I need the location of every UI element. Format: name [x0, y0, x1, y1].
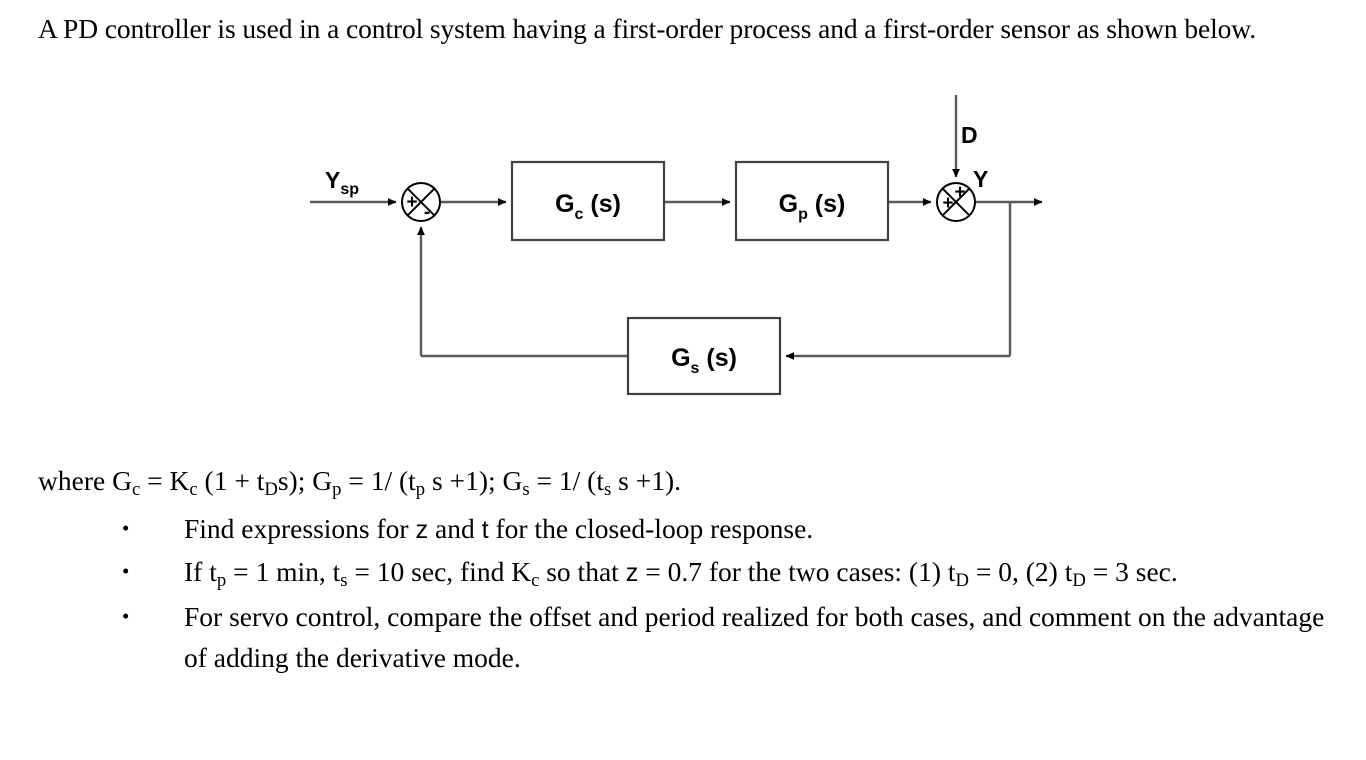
label-output-main: Y — [973, 166, 988, 192]
label-output: Y — [973, 166, 988, 192]
block-process-suffix: (s) — [808, 190, 846, 218]
gs-subscript: s — [522, 479, 530, 501]
summing-junction-disturbance: + + — [936, 182, 976, 222]
gs-tail: s +1). — [611, 465, 682, 496]
where-prefix: where — [38, 465, 113, 496]
block-controller-suffix: (s) — [583, 190, 621, 218]
block-sensor: Gs (s) — [626, 316, 782, 396]
label-disturbance-main: D — [961, 122, 978, 148]
svg-text:Gc (s): Gc (s) — [555, 190, 621, 223]
feedback-path-left — [417, 226, 628, 358]
gp-subscript: p — [332, 479, 342, 501]
bullet-find-kc: If tp = 1 min, ts = 10 sec, find Kc so t… — [184, 556, 1178, 592]
gs-equals: = 1/ (t — [529, 465, 604, 496]
gc-expression: (1 + t — [197, 465, 265, 496]
block-process: Gp (s) — [734, 160, 890, 242]
bullet-find-expressions: Find expressions for z and t for the clo… — [184, 513, 814, 544]
error-junction-sign-minus: - — [424, 202, 430, 223]
gc-td-subscript: D — [264, 479, 278, 501]
label-setpoint: Ysp — [325, 167, 359, 198]
gc-equals: = K — [140, 465, 190, 496]
block-process-label: G — [779, 190, 798, 218]
gp-symbol: G — [312, 465, 333, 496]
bullet-point-icon: • — [122, 516, 130, 540]
task-bullet-list: • Find expressions for z and t for the cl… — [122, 508, 1337, 678]
bullet-point-icon: • — [122, 559, 130, 583]
summing-junction-error: + - — [401, 182, 441, 223]
label-setpoint-sub: sp — [340, 181, 359, 198]
label-setpoint-main: Y — [325, 167, 340, 193]
disturbance-junction-sign-top: + — [954, 182, 965, 203]
svg-text:Gs (s): Gs (s) — [671, 344, 737, 377]
where-equation-line: where Gc = Kc (1 + tDs); Gp = 1/ (tp s +… — [38, 462, 681, 504]
block-diagram: Gc (s) Gp (s) Gs (s) — [0, 85, 1366, 430]
block-sensor-sub: s — [691, 360, 700, 377]
gc-tail: s); — [277, 465, 313, 496]
gc-symbol: G — [112, 465, 132, 496]
gp-tail: s +1); — [425, 465, 503, 496]
block-sensor-label: G — [671, 344, 690, 372]
gs-t-subscript: s — [603, 479, 612, 501]
bullet-servo-control: For servo control, compare the offset an… — [184, 601, 1325, 673]
feedback-path-right — [785, 202, 1012, 360]
disturbance-junction-sign-left: + — [942, 193, 953, 214]
list-item: • For servo control, compare the offset a… — [122, 596, 1337, 678]
label-disturbance: D — [961, 122, 978, 148]
list-item: • If tp = 1 min, ts = 10 sec, find Kc so … — [122, 551, 1337, 596]
block-process-sub: p — [798, 206, 808, 223]
gc-subscript: c — [131, 479, 141, 501]
svg-text:Ysp: Ysp — [325, 167, 359, 198]
intro-paragraph: A PD controller is used in a control sys… — [38, 13, 1257, 44]
block-controller-sub: c — [575, 206, 584, 223]
list-item: • Find expressions for z and t for the cl… — [122, 508, 1337, 551]
block-controller: Gc (s) — [510, 160, 666, 242]
gs-symbol: G — [502, 465, 523, 496]
gp-equals: = 1/ (t — [341, 465, 416, 496]
error-junction-sign-plus: + — [406, 192, 417, 213]
bullet-point-icon: • — [122, 604, 130, 628]
block-sensor-suffix: (s) — [699, 344, 737, 372]
gp-t-subscript: p — [415, 479, 426, 501]
svg-text:Gp (s): Gp (s) — [779, 190, 846, 223]
gc-k-subscript: c — [189, 479, 198, 501]
block-controller-label: G — [555, 190, 574, 218]
